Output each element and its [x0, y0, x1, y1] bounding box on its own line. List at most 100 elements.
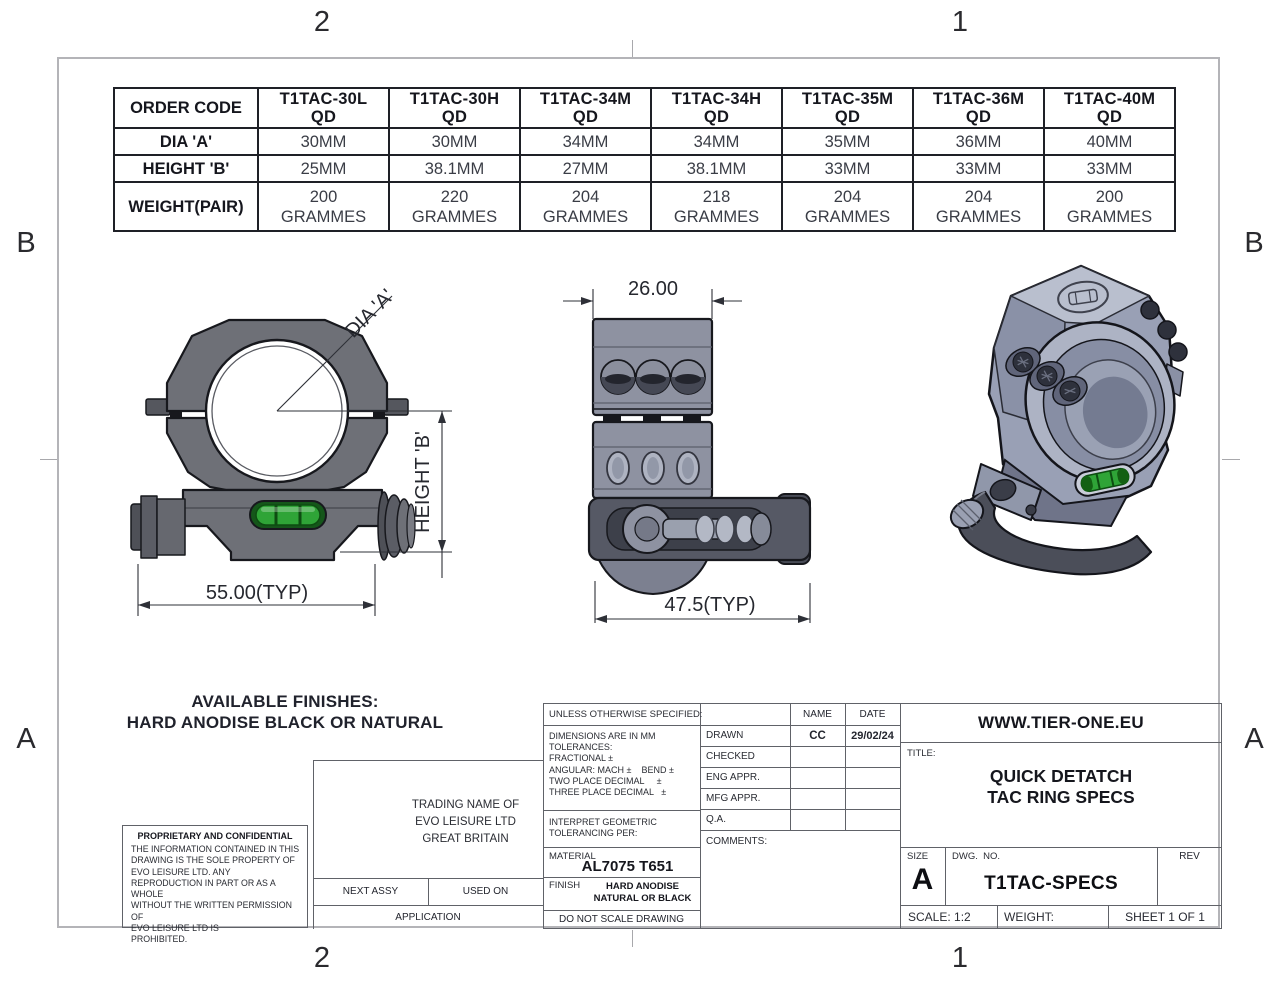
dim-26-label: 26.00 [628, 278, 678, 300]
iso-bubble-level [1074, 463, 1136, 497]
height-b-label: HEIGHT 'B' [412, 431, 434, 533]
tolerance-line: DIMENSIONS ARE IN MM [549, 731, 656, 741]
spec-cell-height: 33MM [914, 156, 1043, 181]
iso-qd-lever [949, 463, 1153, 576]
title-block-line [900, 847, 1222, 849]
title-block-line [428, 878, 430, 905]
spec-row-header: WEIGHT(PAIR) [115, 183, 257, 230]
approval-row-label: ENG APPR. [706, 772, 760, 783]
website: WWW.TIER-ONE.EU [978, 712, 1144, 732]
approval-row-label: DRAWN [706, 730, 744, 741]
finishes-line2: HARD ANODISE BLACK OR NATURAL [126, 713, 444, 732]
zone-label-a-left: A [16, 723, 36, 755]
drawing-title-line1: QUICK DETATCH [989, 766, 1133, 786]
title-block-line [543, 877, 700, 879]
title-block-line [845, 703, 847, 830]
side-view-drawing: 26.00 [563, 278, 812, 623]
size-label: SIZE [907, 851, 929, 862]
zone-tick-left [40, 459, 57, 460]
spec-cell-dia: 34MM [521, 129, 650, 154]
spec-row-header: ORDER CODE [115, 89, 257, 127]
finishes-note: AVAILABLE FINISHES: HARD ANODISE BLACK O… [100, 691, 470, 733]
date-header: DATE [859, 708, 886, 720]
spec-row-header: DIA 'A' [115, 129, 257, 154]
drawing-title-line2: TAC RING SPECS [987, 787, 1135, 807]
dwg-no-label: DWG. NO. [952, 851, 1001, 862]
ring-split-line [170, 411, 385, 418]
zone-tick-bottom [632, 930, 633, 947]
zone-label-1-bottom: 1 [951, 942, 969, 974]
comments-label: COMMENTS: [706, 836, 768, 847]
cap-screws [600, 359, 706, 395]
zone-label-a-right: A [1244, 723, 1264, 755]
title-block-line [700, 703, 702, 929]
isometric-view-drawing [949, 264, 1188, 576]
interpret-geometric-note: INTERPRET GEOMETRIC TOLERANCING PER: [549, 817, 657, 839]
size-value: A [911, 863, 934, 896]
iso-logo [1057, 280, 1109, 314]
do-not-scale-note: DO NOT SCALE DRAWING [558, 914, 684, 925]
title-block-line [700, 788, 900, 790]
title-block-line [313, 905, 543, 907]
trading-line1: TRADING NAME OF [411, 799, 520, 811]
title-block-line [1108, 905, 1110, 929]
tolerance-line: ANGULAR: MACH ± BEND ± [549, 764, 674, 775]
approval-row-label: MFG APPR. [706, 793, 761, 804]
spec-cell-dia: 30MM [259, 129, 388, 154]
zone-label-2-bottom: 2 [313, 942, 331, 974]
title-block-line [543, 725, 700, 727]
title-block-line [997, 905, 999, 929]
zone-label-2-top: 2 [313, 6, 331, 38]
spec-cell-height: 38.1MM [652, 156, 781, 181]
dwg-no-value: T1TAC-SPECS [984, 873, 1118, 894]
proprietary-body: THE INFORMATION CONTAINED IN THIS DRAWIN… [131, 844, 300, 945]
spec-cell-dia: 36MM [914, 129, 1043, 154]
title-block [543, 703, 1222, 929]
used-on-label: USED ON [462, 886, 509, 897]
weight-value: WEIGHT: [1004, 910, 1054, 924]
base-slots [606, 451, 700, 485]
tolerance-line: TOLERANCES: [549, 742, 613, 753]
spec-cell-height: 38.1MM [390, 156, 519, 181]
rev-label: REV [1179, 850, 1200, 862]
dia-a-label: DIA 'A' [341, 285, 398, 342]
finish-label: FINISH [549, 880, 581, 891]
tolerance-line: TWO PLACE DECIMAL ± [549, 775, 662, 786]
spec-cell-dia: 30MM [390, 129, 519, 154]
tolerance-line: FRACTIONAL ± [549, 753, 614, 764]
title-block-line [900, 905, 1222, 907]
title-block-line [700, 767, 900, 769]
title-block-line [543, 810, 700, 812]
spec-cell-height: 25MM [259, 156, 388, 181]
zone-tick-right [1222, 459, 1240, 460]
sheet-value: SHEET 1 OF 1 [1125, 910, 1205, 924]
scale-value: SCALE: 1:2 [908, 910, 971, 924]
spec-cell-dia: 40MM [1045, 129, 1174, 154]
title-block-line [900, 742, 1222, 744]
drawn-date: 29/02/24 [851, 729, 894, 742]
zone-label-1-top: 1 [951, 6, 969, 38]
title-block-line [945, 847, 947, 905]
title-block-line [700, 809, 900, 811]
side-split-line [603, 416, 701, 421]
iso-bore [1024, 321, 1176, 483]
title-label: TITLE: [907, 748, 936, 759]
spec-row-header: HEIGHT 'B' [115, 156, 257, 181]
title-block-line [1157, 847, 1159, 905]
zone-tick-top [632, 40, 633, 57]
title-block-line [790, 703, 792, 830]
